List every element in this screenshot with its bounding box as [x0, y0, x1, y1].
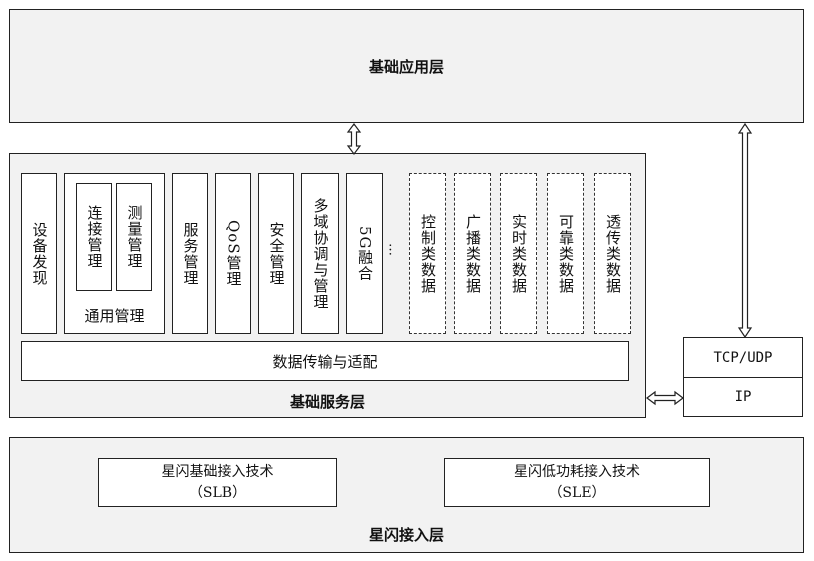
ellipsis: … [385, 243, 401, 257]
data-type-reliable: 可靠类数据 [547, 173, 584, 334]
device-discovery-label: 设备发现 [30, 221, 49, 286]
multidomain-box: 多域协调与管理 [301, 173, 339, 334]
data-type-control: 控制类数据 [409, 173, 446, 334]
sle-abbr: （SLE） [548, 484, 606, 501]
security-mgmt-box: 安全管理 [258, 173, 294, 334]
data-type-broadcast: 广播类数据 [454, 173, 491, 334]
slb-abbr: （SLB） [188, 484, 247, 501]
multidomain-label: 多域协调与管理 [311, 197, 330, 310]
data-type-realtime: 实时类数据 [500, 173, 537, 334]
qos-mgmt-label: QoS管理 [224, 220, 243, 287]
slb-name: 星闪基础接入技术 [161, 463, 274, 480]
tcp-udp-label: TCP/UDP [713, 349, 773, 366]
fiveg-box: 5G融合 [346, 173, 383, 334]
app-layer-title: 基础应用层 [368, 57, 444, 76]
access-layer-title-wrap: 星闪接入层 [9, 520, 804, 548]
service-layer-title: 基础服务层 [289, 392, 365, 411]
general-mgmt-label-wrap: 通用管理 [64, 302, 165, 328]
data-type-passthrough: 透传类数据 [594, 173, 631, 334]
arrow-app-transport [737, 122, 753, 339]
data-transport-box: 数据传输与适配 [21, 341, 629, 381]
sle-box: 星闪低功耗接入技术 （SLE） [444, 458, 710, 507]
ellipsis-wrap: … [384, 230, 402, 270]
service-mgmt-label: 服务管理 [181, 221, 200, 286]
connection-mgmt-box: 连接管理 [76, 183, 112, 291]
service-mgmt-box: 服务管理 [172, 173, 208, 334]
connection-mgmt-label: 连接管理 [85, 205, 104, 269]
measurement-mgmt-box: 测量管理 [116, 183, 152, 291]
arrow-service-ip [646, 390, 684, 406]
device-discovery-box: 设备发现 [21, 173, 57, 334]
ip-box: IP [683, 377, 803, 417]
ip-label: IP [734, 389, 752, 405]
data-transport-label: 数据传输与适配 [272, 352, 378, 371]
measurement-mgmt-label: 测量管理 [125, 205, 144, 269]
app-layer: 基础应用层 [9, 9, 804, 123]
tcp-udp-box: TCP/UDP [683, 337, 803, 378]
general-mgmt-label: 通用管理 [84, 306, 145, 325]
sle-name: 星闪低功耗接入技术 [514, 463, 640, 480]
slb-box: 星闪基础接入技术 （SLB） [98, 458, 337, 507]
fiveg-label: 5G融合 [356, 225, 374, 282]
security-mgmt-label: 安全管理 [267, 221, 286, 286]
qos-mgmt-box: QoS管理 [215, 173, 251, 334]
arrow-app-service [346, 123, 362, 155]
access-layer-title: 星闪接入层 [368, 525, 444, 544]
